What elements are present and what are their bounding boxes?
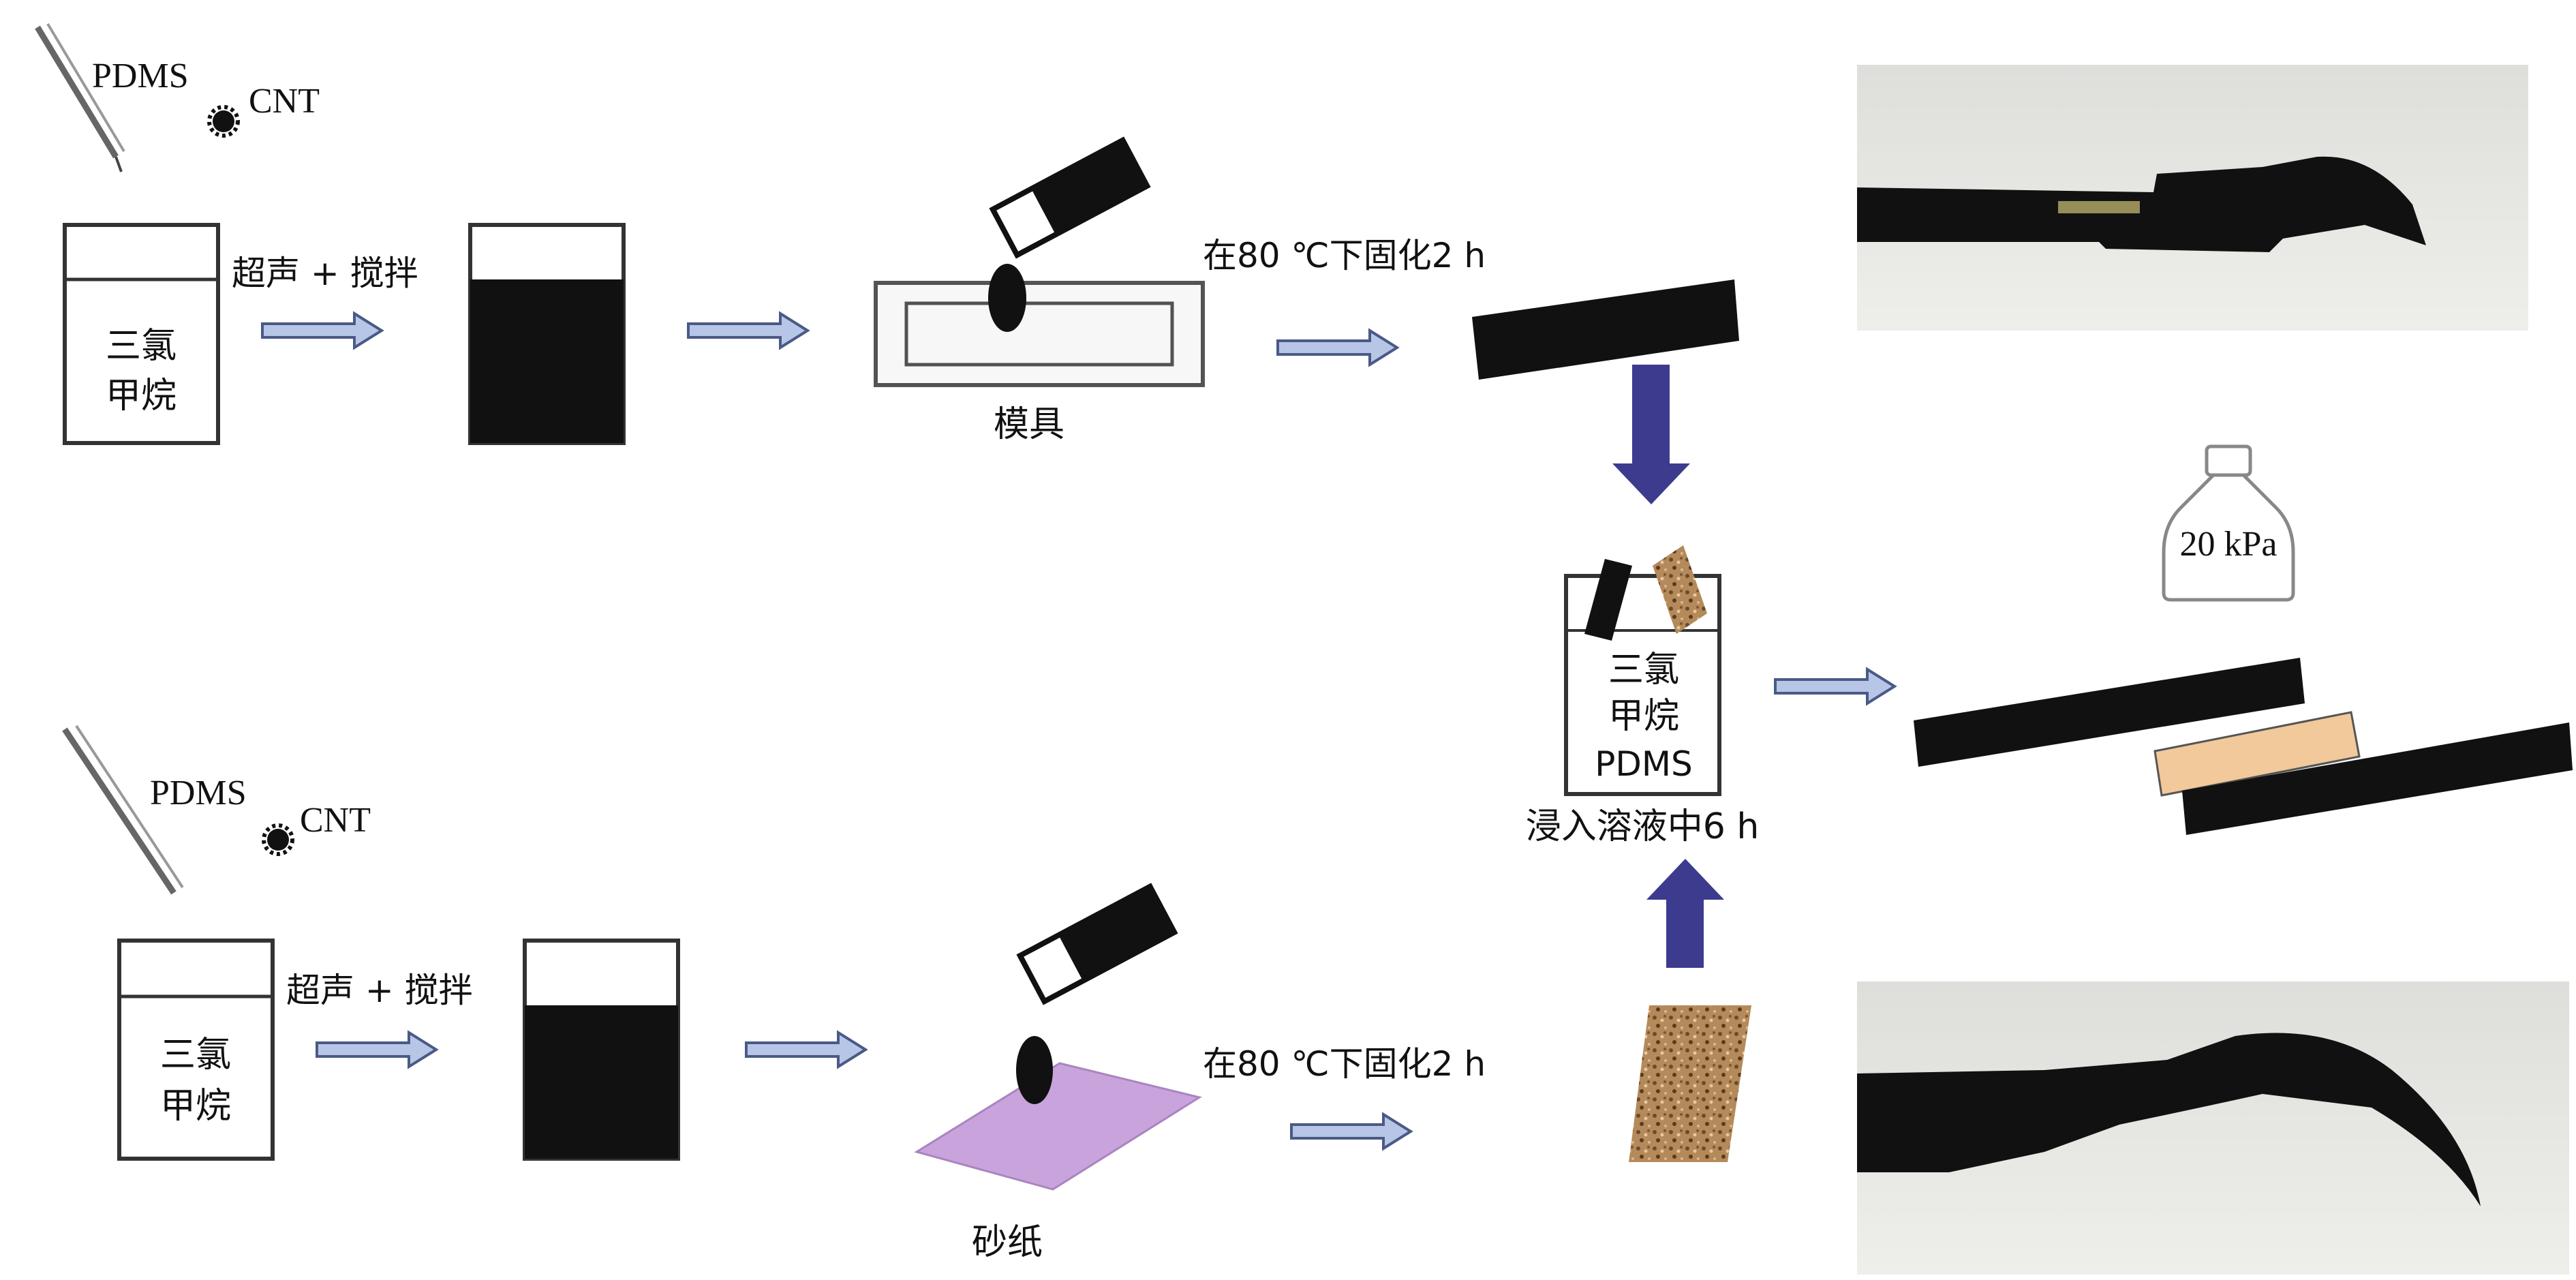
immersion-label-line1: 三氯 [1608, 650, 1679, 690]
mixture-beaker-bottom [523, 939, 680, 1161]
cnt-label-top: CNT [249, 82, 320, 121]
arrow-right-icon [1290, 1112, 1413, 1151]
droplet-icon [988, 264, 1026, 332]
actuator-photo-top [1857, 65, 2528, 331]
pipette-icon [35, 22, 125, 172]
pdms-label-top: PDMS [92, 57, 189, 95]
immersion-label-line2: 甲烷 [1608, 696, 1679, 737]
pressure-label: 20 kPa [2180, 525, 2278, 564]
arrow-right-icon [316, 1030, 439, 1069]
arrow-down-icon [1612, 365, 1690, 504]
cnt-particle-icon [262, 823, 294, 856]
immersion-caption: 浸入溶液中6 h [1526, 806, 1760, 847]
mix-step-label-bottom: 超声 + 搅拌 [286, 971, 473, 1010]
sandwich-assembly [1914, 658, 2573, 835]
arrow-up-icon [1646, 859, 1724, 968]
immersion-label-line3: PDMS [1595, 744, 1693, 784]
solvent-label-line2: 甲烷 [160, 1086, 231, 1127]
mold-label: 模具 [994, 404, 1064, 445]
cnt-label-bottom: CNT [300, 801, 371, 840]
pour-container-icon [1016, 883, 1178, 1005]
pipette-icon [62, 725, 184, 895]
cured-film-top [1472, 279, 1739, 380]
cure-step-label-bottom: 在80 ℃下固化2 h [1203, 1044, 1486, 1084]
solvent-label-line1: 三氯 [160, 1035, 231, 1076]
cure-step-label-top: 在80 ℃下固化2 h [1203, 236, 1486, 275]
actuator-photo-bottom [1857, 981, 2569, 1275]
weight-icon [2162, 444, 2295, 602]
arrow-right-icon [261, 311, 384, 350]
solvent-label-line2: 甲烷 [106, 376, 177, 416]
immersion-beaker [1564, 545, 1721, 796]
pdms-label-bottom: PDMS [150, 774, 247, 812]
arrow-right-icon [687, 311, 810, 350]
cured-sandpaper-bottom [1629, 1005, 1751, 1162]
solvent-beaker-top [63, 223, 220, 445]
mold-icon [874, 281, 1205, 387]
sandpaper-sheet-icon [914, 1062, 1202, 1191]
pour-container-icon [989, 136, 1151, 259]
arrow-right-icon [1276, 328, 1400, 367]
solvent-beaker-bottom [117, 939, 275, 1161]
mix-step-label-top: 超声 + 搅拌 [232, 254, 418, 293]
solvent-label-line1: 三氯 [106, 326, 177, 367]
sandpaper-label: 砂纸 [972, 1222, 1043, 1263]
mixture-beaker-top [468, 223, 626, 445]
arrow-right-icon [1774, 667, 1897, 706]
droplet-icon [1016, 1036, 1053, 1104]
arrow-right-icon [745, 1030, 868, 1069]
cnt-particle-icon [207, 105, 240, 138]
